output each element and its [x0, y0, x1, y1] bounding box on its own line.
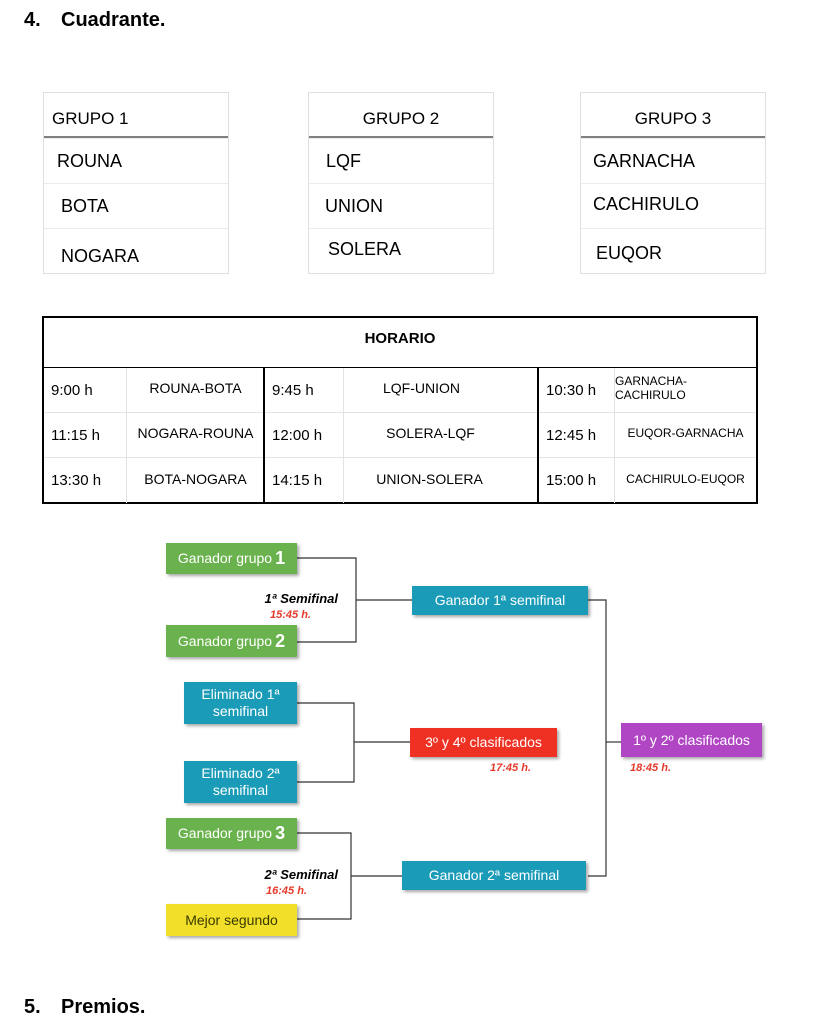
box-text: Ganador grupo — [177, 632, 273, 649]
schedule-row: 14:15 h UNION-SOLERA — [265, 458, 537, 503]
third-fourth-time: 17:45 h. — [490, 762, 531, 774]
match-time: 15:00 h — [546, 472, 597, 489]
group-3-table: GRUPO 3 GARNACHA CACHIRULO EUQOR — [580, 92, 766, 274]
box-text: Mejor segundo — [185, 911, 278, 928]
eliminated-semifinal-2-box: Eliminado 2ª semifinal — [184, 761, 297, 803]
box-text: 3º y 4º clasificados — [425, 734, 542, 750]
group-title: GRUPO 1 — [44, 93, 228, 138]
group-title: GRUPO 3 — [581, 93, 765, 138]
match-name: CACHIRULO-EUQOR — [614, 458, 756, 503]
final-time: 18:45 h. — [630, 762, 671, 774]
schedule-block-group-2: 9:45 h LQF-UNION 12:00 h SOLERA-LQF 14:1… — [265, 368, 537, 504]
schedule-row: 9:45 h LQF-UNION — [265, 368, 537, 413]
match-time: 12:45 h — [546, 426, 597, 444]
section-title: Cuadrante. — [61, 9, 166, 31]
column-divider — [263, 368, 265, 504]
group-team: ROUNA — [44, 138, 228, 183]
schedule-title: HORARIO — [44, 318, 756, 368]
match-time: 9:00 h — [51, 381, 93, 399]
match-time: 14:15 h — [272, 472, 323, 489]
box-text-line: semifinal — [212, 782, 269, 798]
winner-semifinal-2-box: Ganador 2ª semifinal — [402, 861, 586, 890]
section-title: Premios. — [61, 996, 146, 1018]
match-name: LQF-UNION — [343, 368, 537, 412]
group-title: GRUPO 2 — [309, 93, 493, 138]
group-1-table: GRUPO 1 ROUNA BOTA NOGARA — [43, 92, 229, 274]
match-time: 10:30 h — [546, 381, 597, 399]
box-text: Ganador grupo — [177, 550, 273, 566]
group-team: EUQOR — [581, 228, 765, 273]
eliminated-semifinal-1-box: Eliminado 1ª semifinal — [184, 682, 297, 724]
match-name: EUQOR-GARNACHA — [614, 413, 756, 457]
group-team: NOGARA — [44, 228, 228, 273]
third-fourth-place-box: 3º y 4º clasificados — [410, 728, 557, 757]
group-team: BOTA — [44, 183, 228, 228]
box-text-line: Eliminado 1ª — [201, 686, 280, 702]
section-heading-cuadrante: 4. Cuadrante. — [24, 9, 165, 32]
schedule-block-group-1: 9:00 h ROUNA-BOTA 11:15 h NOGARA-ROUNA 1… — [44, 368, 264, 504]
final-box: 1º y 2º clasificados — [621, 723, 762, 757]
box-text: Ganador 1ª semifinal — [434, 592, 566, 608]
match-name: NOGARA-ROUNA — [126, 413, 264, 457]
schedule-row: 12:45 h EUQOR-GARNACHA — [539, 413, 756, 458]
group-number: 1 — [275, 548, 286, 568]
section-number: 5. — [24, 996, 41, 1018]
schedule-row: 10:30 h GARNACHA-CACHIRULO — [539, 368, 756, 413]
group-team: GARNACHA — [581, 138, 765, 183]
semifinal-2-label: 2ª Semifinal — [264, 867, 338, 882]
best-runner-up-box: Mejor segundo — [166, 904, 297, 936]
match-time: 13:30 h — [51, 472, 102, 489]
box-text: Ganador 2ª semifinal — [428, 867, 560, 883]
box-text: 1º y 2º clasificados — [633, 731, 750, 748]
box-text: Ganador grupo — [177, 825, 273, 841]
schedule-row: 11:15 h NOGARA-ROUNA — [44, 413, 264, 458]
match-time: 12:00 h — [272, 426, 323, 444]
box-text-line: semifinal — [212, 703, 269, 719]
schedule-row: 12:00 h SOLERA-LQF — [265, 413, 537, 458]
group-team: SOLERA — [309, 228, 493, 273]
group-team: LQF — [309, 138, 493, 183]
group-2-table: GRUPO 2 LQF UNION SOLERA — [308, 92, 494, 274]
schedule-table: HORARIO 9:00 h ROUNA-BOTA 11:15 h NOGARA… — [42, 316, 758, 504]
group-team: UNION — [309, 183, 493, 228]
column-divider — [537, 368, 539, 504]
box-text-line: Eliminado 2ª — [201, 765, 280, 781]
section-heading-premios: 5. Premios. — [24, 996, 145, 1019]
schedule-row: 9:00 h ROUNA-BOTA — [44, 368, 264, 413]
match-name: ROUNA-BOTA — [126, 368, 264, 412]
schedule-row: 15:00 h CACHIRULO-EUQOR — [539, 458, 756, 503]
match-name: UNION-SOLERA — [343, 458, 537, 503]
semifinal-1-time: 15:45 h. — [270, 609, 311, 621]
group-number: 3 — [275, 823, 286, 843]
match-name: SOLERA-LQF — [343, 413, 537, 457]
section-number: 4. — [24, 9, 41, 31]
schedule-block-group-3: 10:30 h GARNACHA-CACHIRULO 12:45 h EUQOR… — [539, 368, 756, 504]
semifinal-1-label: 1ª Semifinal — [264, 591, 338, 606]
schedule-row: 13:30 h BOTA-NOGARA — [44, 458, 264, 503]
semifinal-2-time: 16:45 h. — [266, 885, 307, 897]
group-team: CACHIRULO — [581, 183, 765, 228]
match-time: 9:45 h — [272, 381, 314, 399]
match-name: BOTA-NOGARA — [126, 458, 264, 503]
match-name: GARNACHA-CACHIRULO — [614, 368, 756, 412]
winner-semifinal-1-box: Ganador 1ª semifinal — [412, 586, 588, 615]
match-time: 11:15 h — [51, 426, 100, 444]
group-number: 2 — [275, 630, 286, 651]
